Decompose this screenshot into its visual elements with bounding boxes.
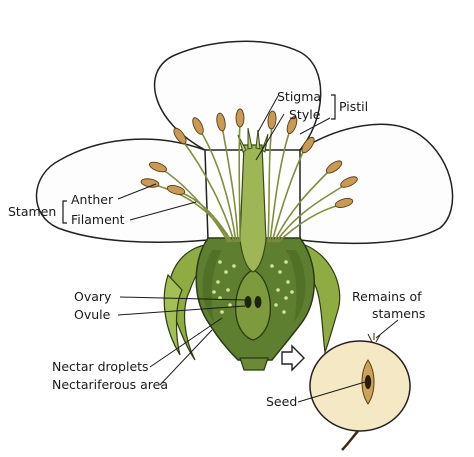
filaments <box>154 121 346 243</box>
label-ovary: Ovary <box>74 289 112 304</box>
label-pistil: Pistil <box>339 99 368 114</box>
leader-filament <box>129 201 197 221</box>
nectariferous-area-shading <box>202 250 222 322</box>
arrow-icon <box>281 344 305 372</box>
nectar-droplets <box>212 260 294 314</box>
seed <box>364 375 372 389</box>
stamen-remains <box>367 333 381 343</box>
nectariferous-area-shading-right <box>286 250 306 322</box>
leader-ovule <box>117 305 246 316</box>
pedicel <box>239 357 269 371</box>
leader-seed <box>297 381 366 403</box>
label-ovule: Ovule <box>74 307 111 322</box>
fruit-stem <box>341 430 359 451</box>
leader-stigma <box>257 95 279 133</box>
stamen-bracket <box>62 200 67 224</box>
leader-nectariferous-area <box>159 329 213 386</box>
leader-nectar-droplets <box>149 317 223 368</box>
petal-left <box>35 138 209 244</box>
label-anther: Anther <box>71 192 114 207</box>
fruit-flesh <box>309 340 411 432</box>
leader-remains <box>375 319 399 339</box>
fruit-section <box>309 333 411 451</box>
label-remains-line2: stamens <box>372 306 425 321</box>
leader-anther <box>117 183 157 200</box>
label-nectar-droplets: Nectar droplets <box>52 359 149 374</box>
leader-style <box>255 113 285 161</box>
leader-pistil <box>299 117 331 135</box>
label-style: Style <box>289 107 321 122</box>
anthers <box>140 108 358 208</box>
label-nectariferous-area: Nectariferous area <box>52 377 168 392</box>
label-seed: Seed <box>266 394 297 409</box>
petal-right <box>299 123 454 245</box>
leader-lines <box>117 95 399 403</box>
style <box>239 144 267 273</box>
label-stamen: Stamen <box>8 204 56 219</box>
label-remains-line1: Remains of <box>352 289 422 304</box>
label-stigma: Stigma <box>277 89 321 104</box>
ovary <box>235 269 271 341</box>
sepal-left-outer <box>163 273 183 356</box>
ovules <box>244 296 262 308</box>
leader-ovary <box>119 296 247 301</box>
pistil-bracket <box>331 94 336 120</box>
label-filament: Filament <box>71 212 125 227</box>
stamens <box>140 108 358 243</box>
